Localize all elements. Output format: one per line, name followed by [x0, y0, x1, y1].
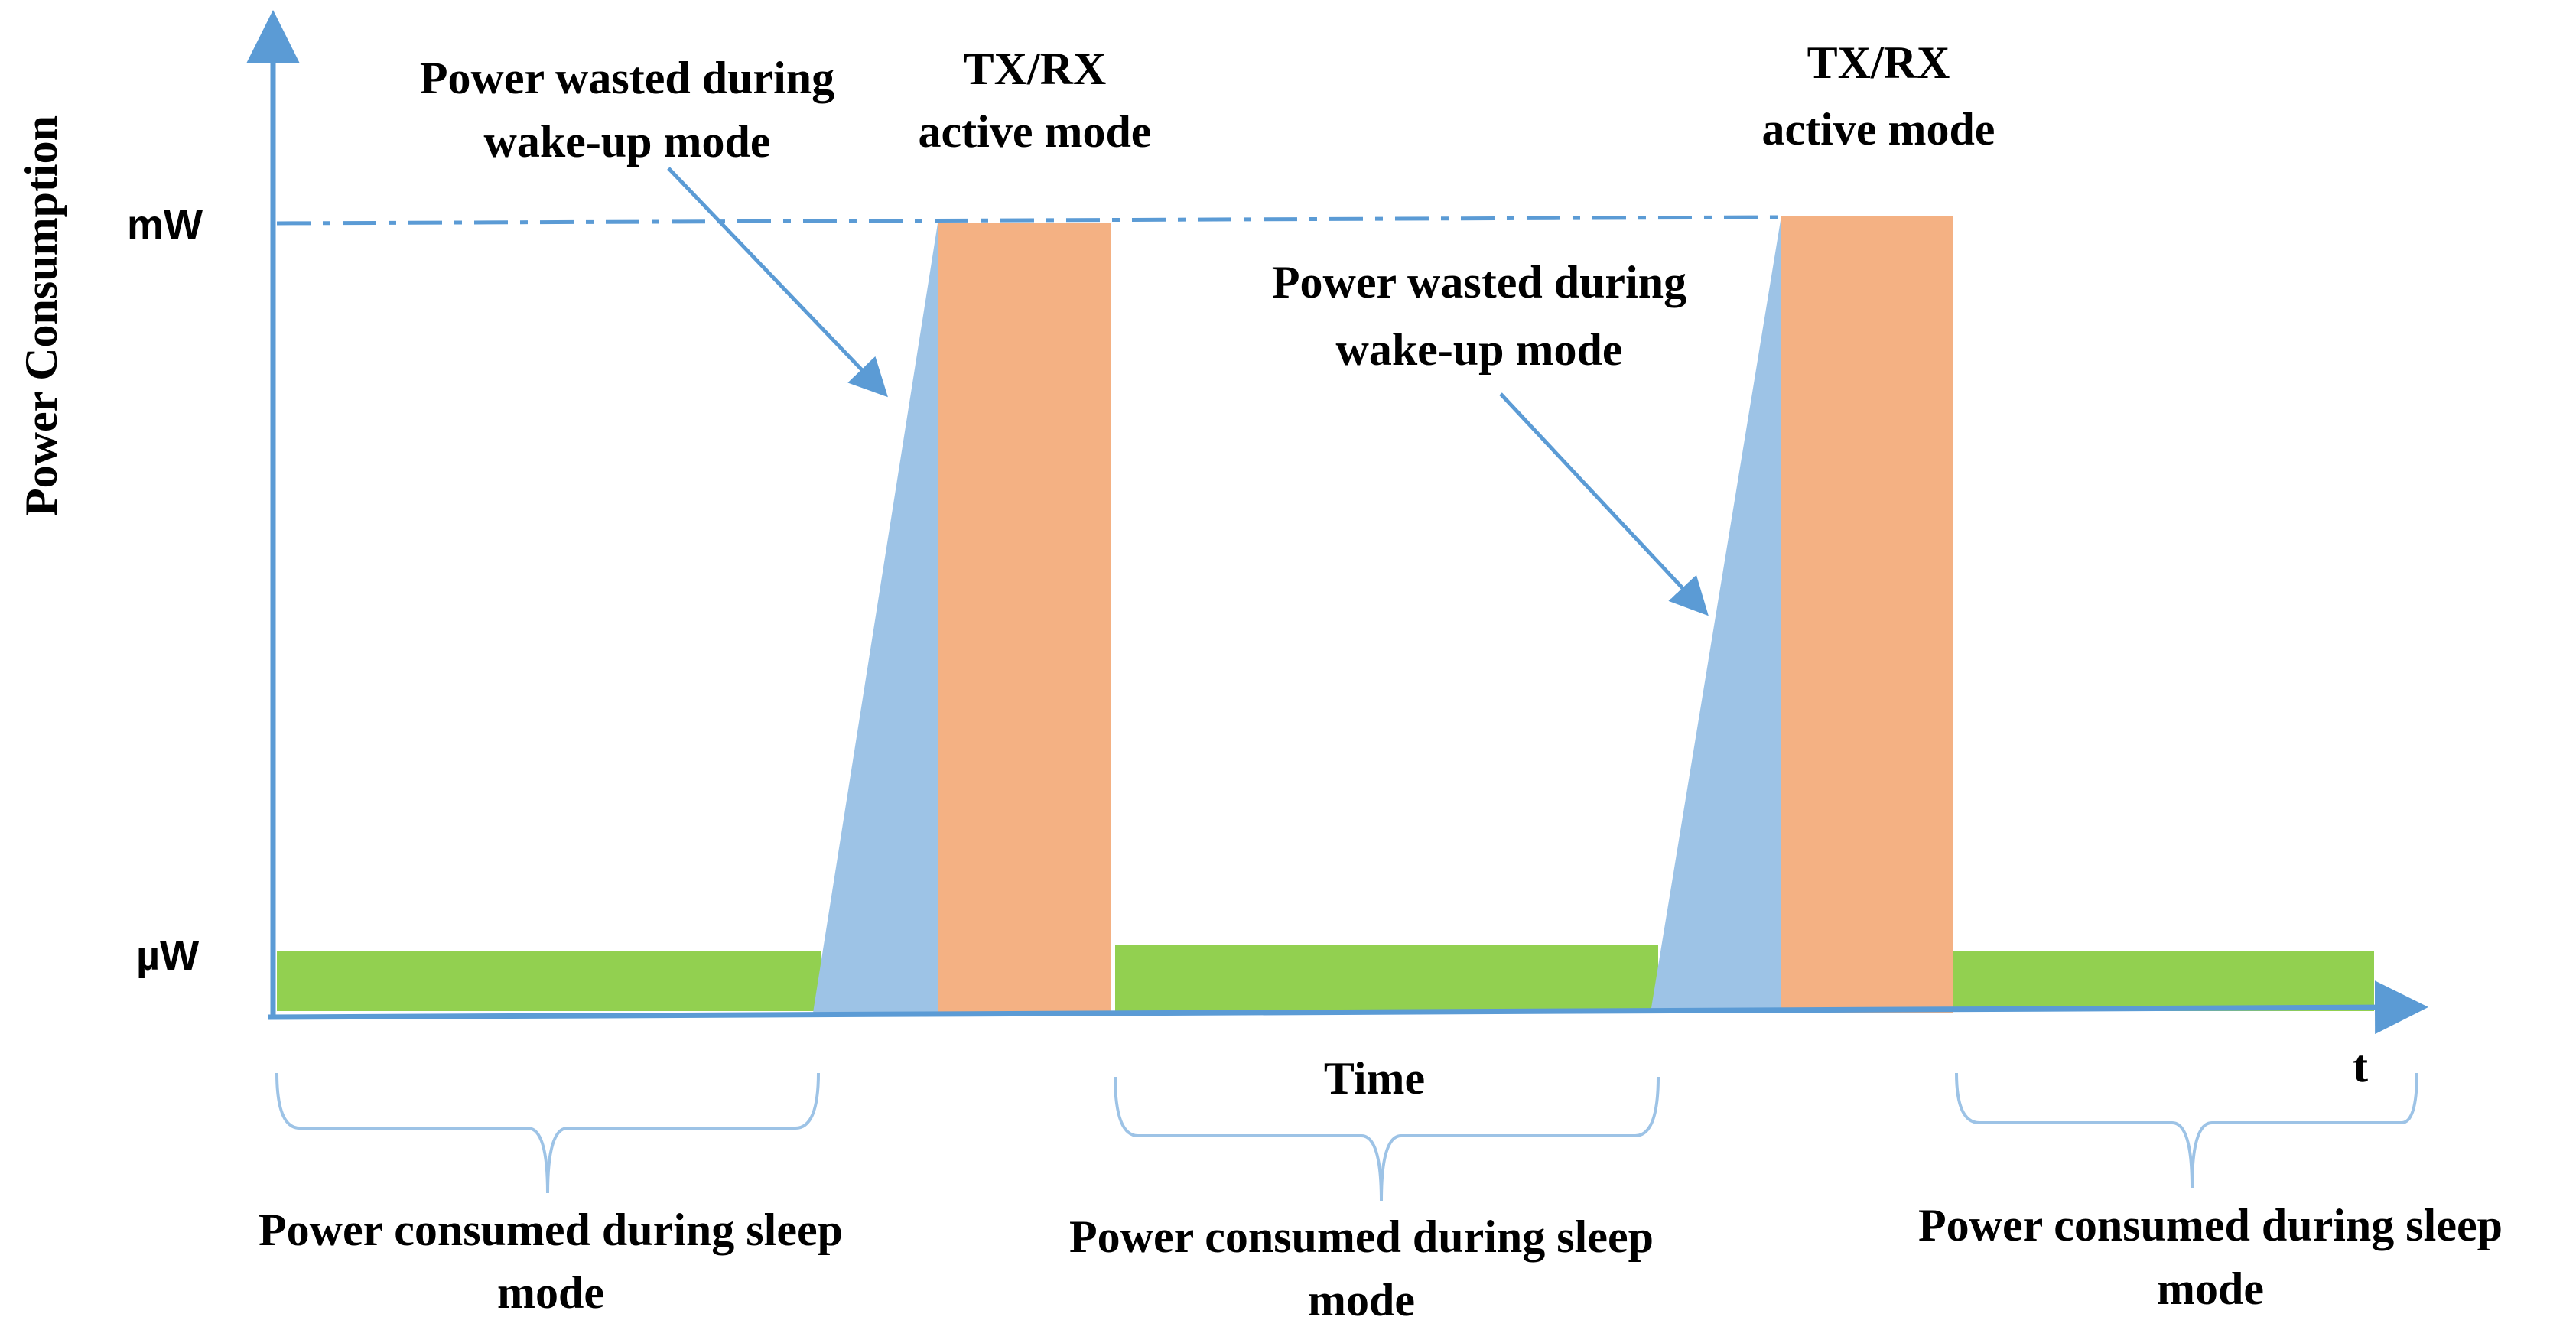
active-label-2-line2: active mode	[1762, 104, 1995, 154]
x-axis-label: Time	[1324, 1053, 1425, 1104]
active-label-1-line2: active mode	[919, 106, 1152, 157]
wake-label-2-line1: Power wasted during	[1272, 257, 1686, 307]
active-label-2-line1: TX/RX	[1807, 37, 1950, 88]
x-axis-symbol: t	[2353, 1041, 2368, 1091]
active-label-1-line1: TX/RX	[964, 44, 1107, 94]
sleep-bar-3	[1949, 951, 2374, 1011]
y-low-label: µW	[136, 933, 199, 979]
wake-ramp-1	[813, 223, 938, 1013]
wake-label-1-line2: wake-up mode	[483, 116, 770, 167]
sleep-brace-3	[1955, 1072, 2418, 1189]
sleep-label-2-line2: mode	[1308, 1275, 1415, 1325]
mw-reference-line	[276, 215, 1782, 226]
sleep-label-1-line2: mode	[497, 1267, 604, 1318]
active-block-1	[938, 223, 1111, 1013]
sleep-brace-2	[1114, 1076, 1660, 1202]
sleep-label-1-line1: Power consumed during sleep	[259, 1205, 843, 1255]
active-block-2	[1781, 216, 1953, 1013]
wake-ramp-2	[1651, 216, 1781, 1013]
y-axis-title: Power Consumption	[16, 115, 67, 516]
wake-label-1-line1: Power wasted during	[420, 53, 834, 103]
sleep-label-2-line1: Power consumed during sleep	[1069, 1211, 1654, 1262]
sleep-bar-2	[1115, 945, 1658, 1011]
y-high-label: mW	[127, 202, 203, 248]
sleep-label-3-line1: Power consumed during sleep	[1918, 1200, 2503, 1250]
sleep-brace-1	[275, 1072, 820, 1194]
wake-pointer-arrow-1	[667, 167, 888, 398]
wake-label-2-line2: wake-up mode	[1335, 324, 1622, 375]
sleep-bar-1	[277, 951, 821, 1011]
x-axis	[267, 980, 2428, 1035]
wake-pointer-arrow-2	[1499, 392, 1709, 616]
sleep-label-3-line2: mode	[2157, 1263, 2264, 1314]
